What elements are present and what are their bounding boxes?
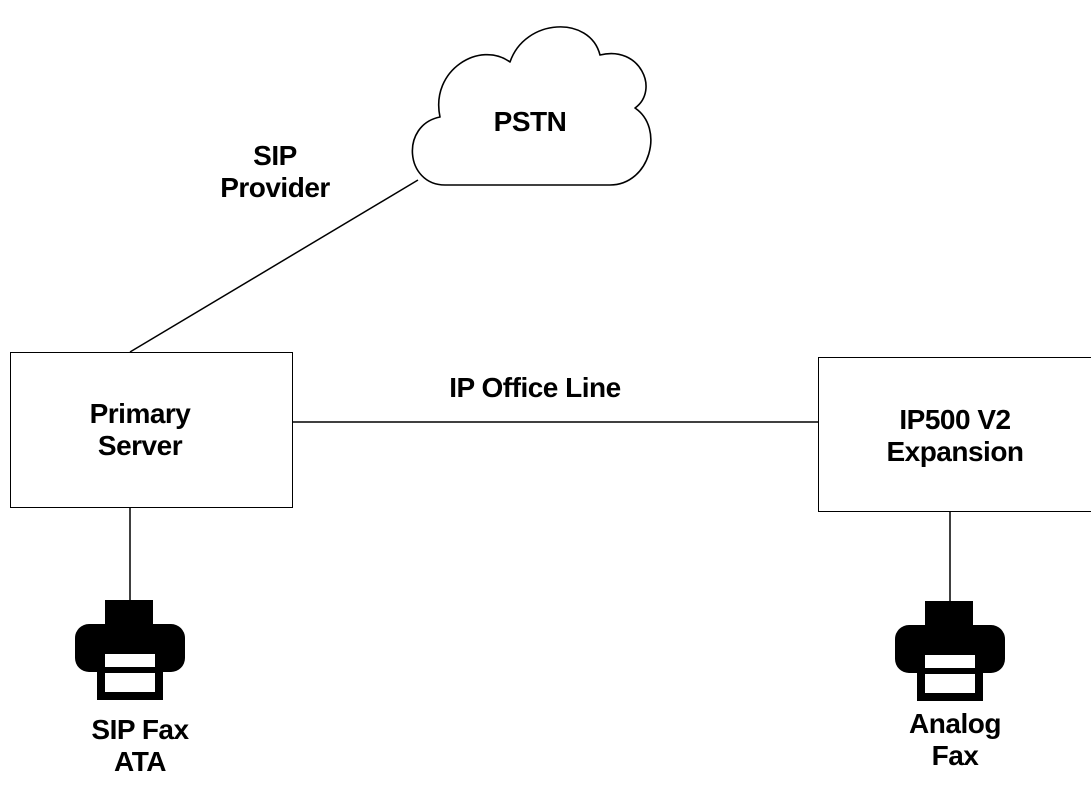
sip-provider-link xyxy=(129,179,419,353)
sip-fax-ata-label-line-1: SIP Fax xyxy=(91,714,189,745)
sip-provider-label-line-2: Provider xyxy=(220,172,330,203)
sip-fax-ata-label: SIP Fax ATA xyxy=(55,714,225,778)
expansion-label: IP500 V2 Expansion xyxy=(855,404,1055,468)
pstn-label: PSTN xyxy=(493,106,567,137)
sip-provider-label: SIP Provider xyxy=(200,140,350,204)
primary-server-label-line-1: Primary xyxy=(89,398,191,429)
sip-fax-printer-icon xyxy=(75,600,185,700)
analog-fax-label-line-1: Analog xyxy=(909,708,1001,739)
analog-fax-label-line-2: Fax xyxy=(931,740,979,771)
ip-office-line-label: IP Office Line xyxy=(449,372,621,403)
pstn-cloud-icon xyxy=(411,26,652,186)
primary-server-box xyxy=(10,352,293,508)
expansion-label-line-1: IP500 V2 xyxy=(899,404,1011,435)
analog-fax-label: Analog Fax xyxy=(870,708,1040,772)
analog-fax-printer-icon xyxy=(895,601,1005,701)
expansion-label-line-2: Expansion xyxy=(886,436,1024,467)
expansion-box xyxy=(818,357,1091,512)
primary-server-label: Primary Server xyxy=(40,398,240,462)
primary-server-label-line-2: Server xyxy=(97,430,183,461)
sip-fax-ata-label-line-2: ATA xyxy=(114,746,166,777)
sip-provider-label-line-1: SIP xyxy=(253,140,297,171)
